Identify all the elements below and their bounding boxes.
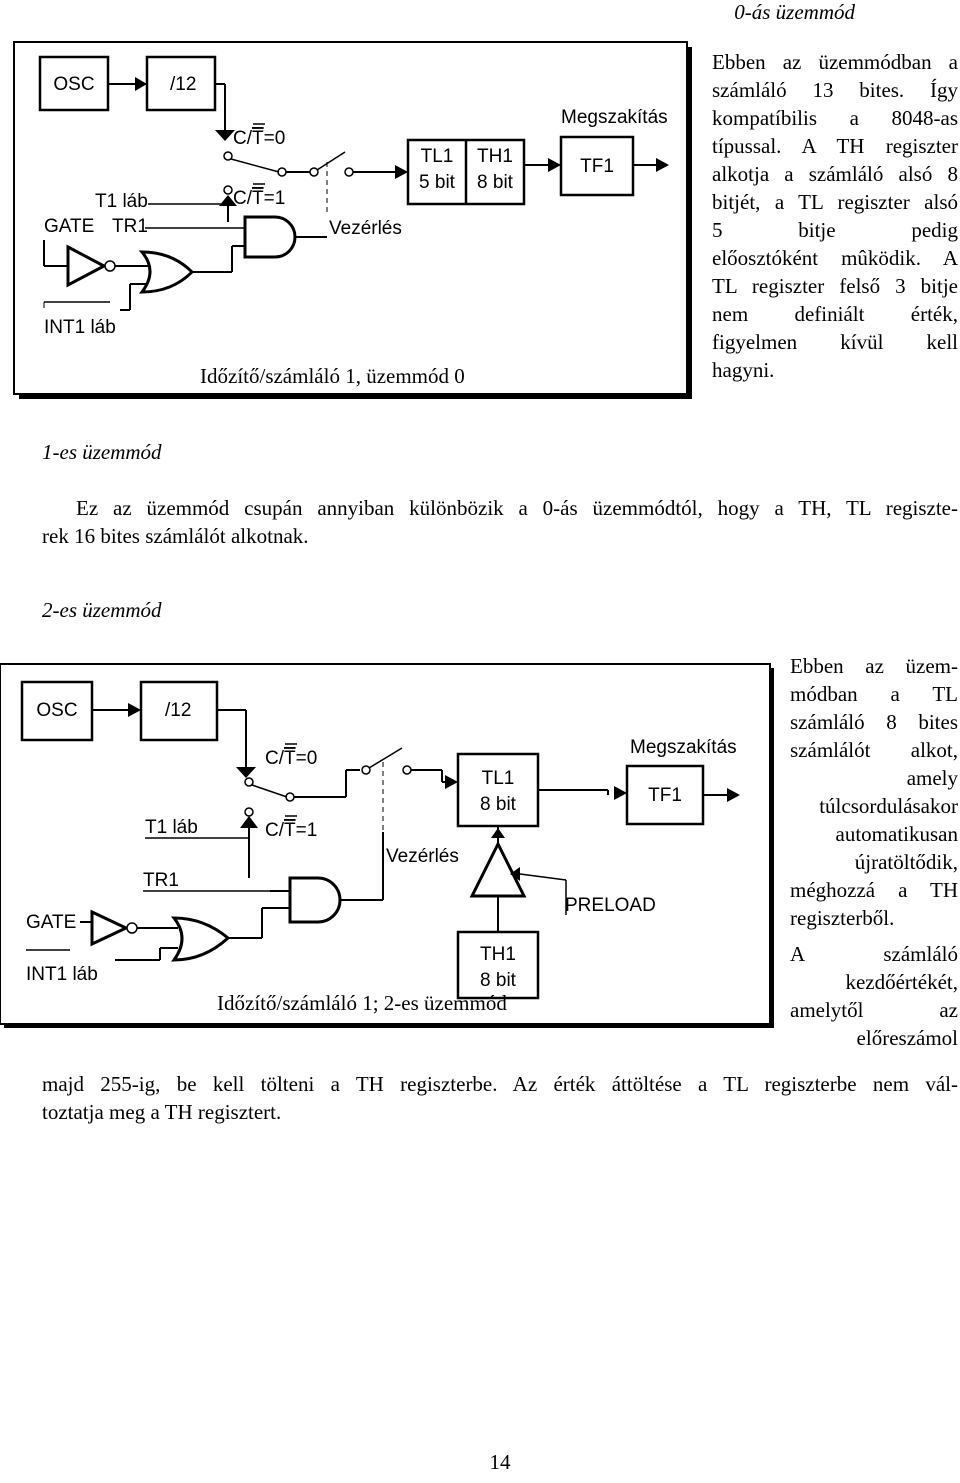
inverter-gate (66, 244, 108, 288)
megszakitas-label: Megszakítás (630, 737, 737, 758)
page-number: 14 (489, 1450, 511, 1474)
tr1-label: TR1 (112, 216, 148, 237)
mode2-line: kezdőértékét, (845, 970, 958, 994)
osc-label: OSC (36, 700, 77, 721)
mode2-line: számláló 8 bites (790, 710, 958, 734)
mode2-line: A számláló (790, 942, 958, 966)
mode0-line: előosztóként mûködik. A (712, 246, 958, 270)
ct0-label: C/T=0 (233, 128, 285, 149)
mode2-line: méghozzá a TH (790, 878, 958, 902)
tf1-label: TF1 (648, 785, 682, 806)
diagram-frame (13, 41, 688, 395)
t1-lab-label: T1 láb (95, 191, 148, 212)
mode2-bottom-line: majd 255-ig, be kell tölteni a TH regisz… (42, 1072, 958, 1096)
th1-register (456, 930, 540, 1000)
mode0-line: típussal. A TH regiszter (712, 134, 958, 158)
ct1-label: C/T=1 (233, 188, 285, 209)
divider-label: /12 (165, 700, 191, 721)
heading-mode1: 1-es üzemmód (42, 440, 162, 464)
gate-label: GATE (44, 216, 94, 237)
or-gate (170, 916, 231, 962)
tl1-bits: 8 bit (480, 794, 517, 815)
mode0-line: alkotja a számláló alsó 8 (712, 162, 958, 186)
mode2-line: amelytől az (790, 998, 958, 1022)
mode2-line: túlcsordulásakor (819, 794, 958, 818)
th1-label: TH1 (480, 944, 516, 965)
mode0-line: Ebben az üzemmódban a (712, 50, 958, 74)
tr1-label: TR1 (143, 870, 179, 891)
mode1-line: rek 16 bites számlálót alkotnak. (42, 524, 309, 548)
tf1-label: TF1 (580, 156, 614, 177)
mode2-line: előreszámol (856, 1026, 958, 1050)
and-gate (243, 215, 297, 259)
mode0-line: bitjét, a TL regiszter alsó (712, 190, 958, 214)
ct1-label: C/T=1 (265, 820, 317, 841)
int1-label: INT1 láb (44, 317, 116, 338)
mode0-line: 5 bitje pedig (712, 218, 958, 242)
mode2-bottom-line: toztatja meg a TH regisztert. (42, 1100, 282, 1124)
th1-label: TH1 (477, 146, 513, 167)
mode2-line: automatikusan (835, 822, 958, 846)
gate-label: GATE (26, 912, 76, 933)
heading-mode2: 2-es üzemmód (42, 598, 162, 622)
mode2-line: módban a TL (790, 682, 958, 706)
mode0-line: figyelmen kívül kell (712, 330, 958, 354)
ct0-label: C/T=0 (265, 748, 317, 769)
tf1-box (559, 135, 635, 197)
mode0-line: számláló 13 bites. Így (712, 78, 958, 102)
mode1-line: Ez az üzemmód csupán annyiban különbözik… (76, 496, 958, 520)
osc-label: OSC (53, 74, 94, 95)
tl1-bits: 5 bit (419, 172, 456, 193)
and-gate (288, 876, 342, 924)
divider-box (139, 680, 219, 742)
vezerles-label: Vezérlés (329, 218, 402, 239)
mode2-bottom-text: majd 255-ig, be kell tölteni a TH regisz… (42, 1070, 958, 1126)
mode0-line: hagyni. (712, 358, 775, 382)
mode2-line: számlálót alkot, (790, 738, 958, 762)
divider-label: /12 (170, 74, 196, 95)
caption-mode0: Időzítő/számláló 1, üzemmód 0 (200, 364, 465, 388)
vezerles-label: Vezérlés (386, 846, 459, 867)
mode0-description: Ebben az üzemmódban a számláló 13 bites.… (712, 48, 958, 384)
preload-label: PRELOAD (565, 895, 656, 916)
tl1-label: TL1 (421, 146, 454, 167)
inverter-gate (90, 909, 130, 947)
diagram-frame (0, 663, 771, 1025)
t1-lab-label: T1 láb (145, 817, 198, 838)
mode2-description: Ebben az üzem- módban a TL számláló 8 bi… (790, 652, 958, 1052)
heading-mode0: 0-ás üzemmód (734, 0, 855, 24)
mode2-line: Ebben az üzem- (790, 654, 958, 678)
mode1-description: Ez az üzemmód csupán annyiban különbözik… (76, 494, 958, 522)
mode2-line: regiszterből. (790, 906, 895, 930)
th1-bits: 8 bit (480, 970, 517, 991)
tl1-label: TL1 (482, 768, 515, 789)
mode0-line: kompatíbilis a 8048-as (712, 106, 958, 130)
th1-bits: 8 bit (477, 172, 514, 193)
mode0-line: nem definiált érték, (712, 302, 958, 326)
tl1-register (456, 752, 540, 828)
megszakitas-label: Megszakítás (561, 107, 668, 128)
caption-mode2: Időzítő/számláló 1; 2-es üzemmód (217, 991, 507, 1015)
int1-label: INT1 láb (26, 964, 98, 985)
mode0-line: TL regiszter felső 3 bitje (712, 274, 958, 298)
or-gate (138, 250, 195, 294)
diagram-mode0: OSC /12 C/T=0 C/T=1 Vezérlés T1 láb GATE… (13, 41, 692, 399)
mode2-line: újratöltődik, (854, 850, 958, 874)
mode2-line: amely (906, 766, 958, 790)
diagram-mode2: OSC /12 C/T=0 C/T=1 Vezérlés T1 láb TR1 … (0, 663, 774, 1028)
